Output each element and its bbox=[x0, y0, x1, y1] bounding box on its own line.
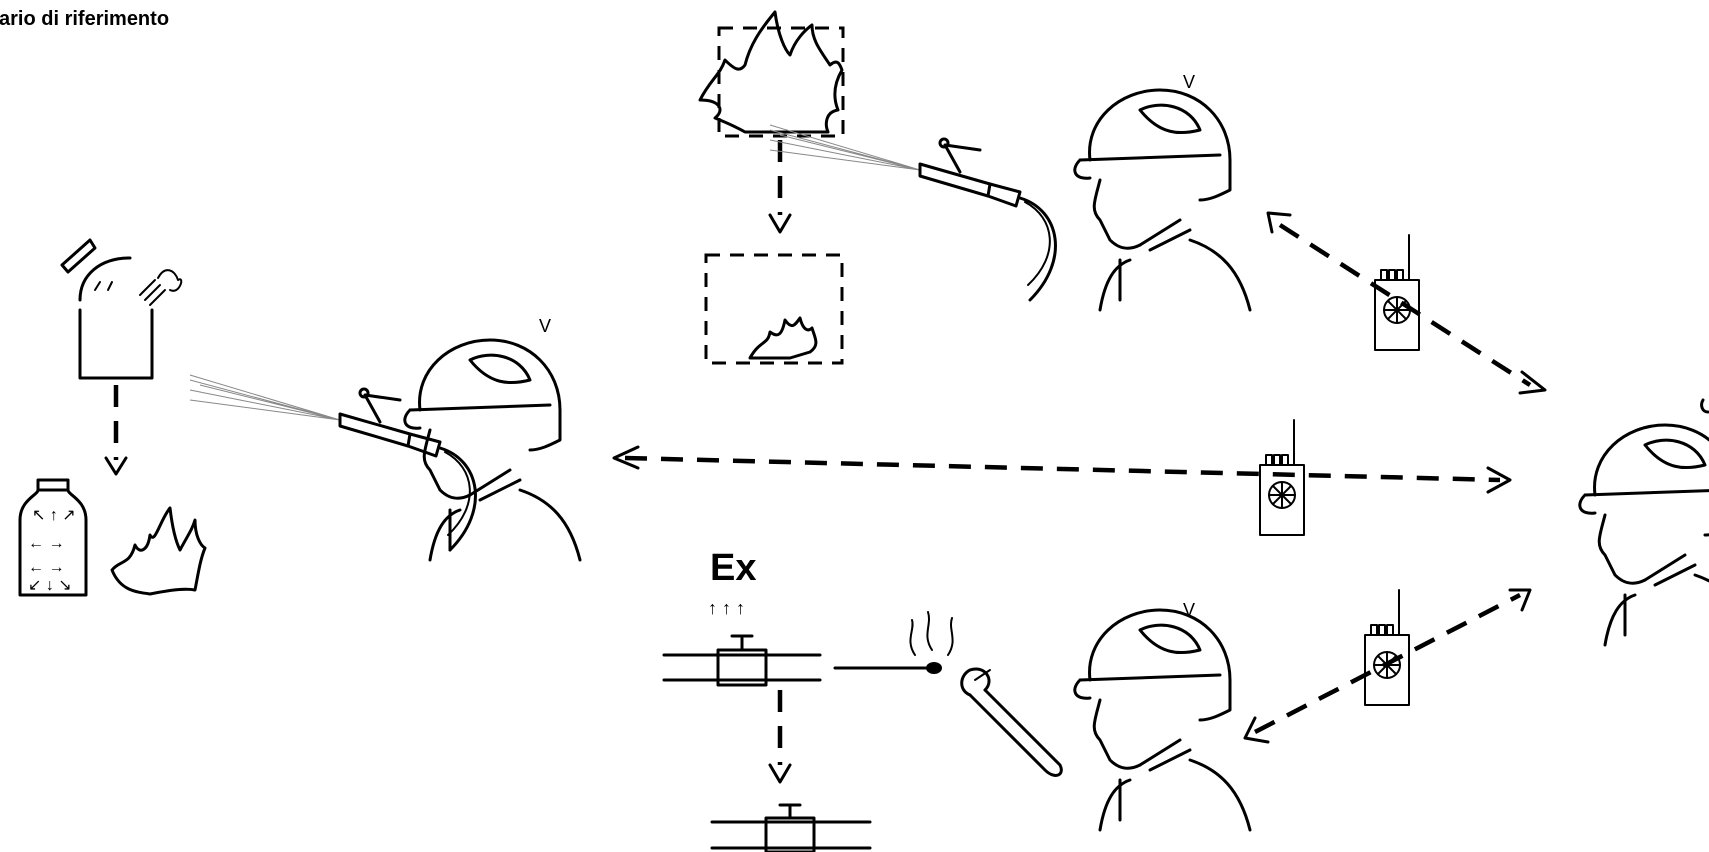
large-flame-icon bbox=[698, 10, 845, 138]
radio-icon-middle bbox=[1259, 419, 1305, 536]
pipe-valve-icon bbox=[662, 634, 822, 687]
svg-text:← →: ← → bbox=[28, 559, 64, 576]
gas-cylinder-icon: ↖ ↑ ↗ ← → ← → ↙ ↓ ↘ bbox=[18, 478, 88, 597]
firefighter-top: V bbox=[768, 72, 1252, 312]
flame-icon-left bbox=[110, 506, 207, 596]
radio-icon-bottom bbox=[1364, 589, 1410, 706]
firefighter-right bbox=[1578, 398, 1709, 647]
match-icon bbox=[833, 611, 954, 674]
closed-pipe-valve-icon bbox=[710, 803, 872, 852]
marker-v-bottom: V bbox=[1183, 600, 1195, 620]
svg-text:← →: ← → bbox=[28, 535, 64, 552]
explosive-atmosphere-label: Ex bbox=[710, 547, 756, 589]
marker-v-left: V bbox=[539, 316, 551, 336]
marker-v-top: V bbox=[1183, 72, 1195, 92]
comm-arrow-top bbox=[1278, 223, 1532, 387]
svg-text:↖ ↑ ↗: ↖ ↑ ↗ bbox=[32, 507, 76, 524]
gas-escape-arrows: ↑ ↑ ↑ bbox=[708, 598, 745, 618]
svg-text:↙ ↓ ↘: ↙ ↓ ↘ bbox=[28, 577, 72, 594]
firefighter-bottom: V bbox=[1073, 600, 1252, 832]
small-flame-icon bbox=[704, 253, 844, 365]
page-title: ario di riferimento bbox=[0, 8, 170, 30]
wrench-icon bbox=[960, 667, 1063, 777]
comm-arrow-middle bbox=[624, 455, 1501, 483]
firefighter-left: V bbox=[188, 316, 582, 562]
bursting-container-icon bbox=[60, 238, 183, 380]
